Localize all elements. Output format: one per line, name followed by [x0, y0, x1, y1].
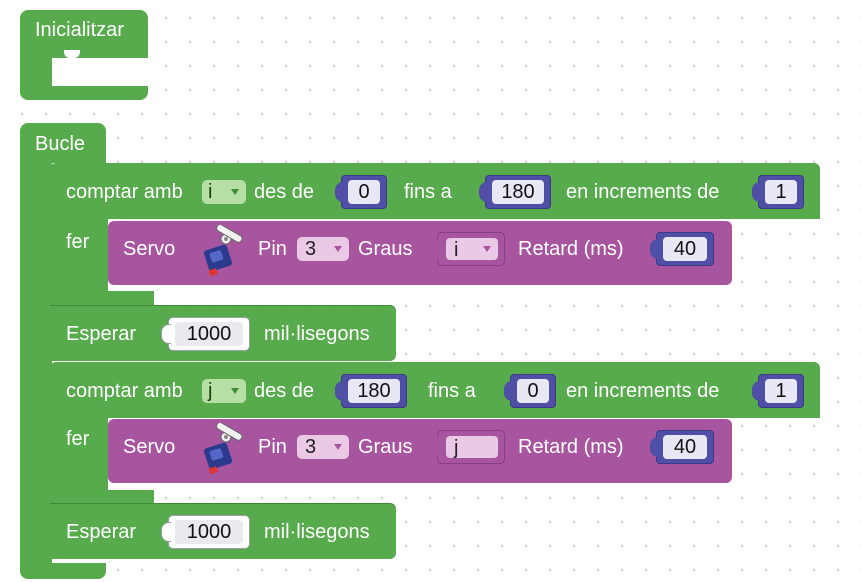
chevron-down-icon — [231, 388, 239, 394]
servo-motor-icon — [203, 225, 242, 277]
count1-prefix: comptar amb — [66, 181, 183, 203]
servo2-pin-label: Pin — [258, 436, 287, 458]
count1-footer — [50, 291, 154, 305]
count2-header — [50, 362, 820, 418]
servo-block-1[interactable]: Servo Pin 3 Graus i Retard (ms) 40 — [108, 221, 732, 285]
count2-do-label: fer — [66, 428, 90, 450]
wait2-socket[interactable]: 1000 — [161, 515, 250, 549]
count2-to-value[interactable]: 0 — [517, 379, 549, 403]
count1-from-value[interactable]: 0 — [348, 180, 380, 204]
servo2-degrees-dropdown[interactable]: j — [446, 436, 498, 459]
loop-footer — [20, 563, 106, 579]
count2-step-value[interactable]: 1 — [765, 379, 797, 403]
init-slot-top — [52, 48, 148, 58]
servo1-pin-value: 3 — [305, 238, 317, 260]
chevron-down-icon — [334, 444, 342, 450]
loop-arm — [20, 161, 52, 571]
servo1-degrees-var: i — [454, 239, 459, 261]
wait1-socket[interactable]: 1000 — [161, 317, 250, 351]
chevron-down-icon — [483, 246, 491, 252]
servo1-delay-socket[interactable]: 40 — [650, 232, 714, 266]
wait2-unit: mil·lisegons — [264, 521, 370, 543]
count1-do-label: fer — [66, 231, 90, 253]
servo1-pin-dropdown[interactable]: 3 — [297, 237, 349, 261]
servo2-degrees-var: j — [454, 437, 459, 459]
count1-var-dropdown[interactable]: i — [202, 180, 246, 204]
count1-to-value[interactable]: 180 — [492, 180, 544, 204]
wait1-value[interactable]: 1000 — [175, 322, 243, 346]
init-arm — [20, 48, 52, 88]
init-block[interactable]: Inicialitzar — [20, 10, 150, 100]
chevron-down-icon — [334, 246, 342, 252]
servo1-delay-value[interactable]: 40 — [663, 237, 707, 261]
init-slot-inner — [52, 58, 148, 86]
wait2-value[interactable]: 1000 — [175, 520, 243, 544]
servo-motor-icon — [203, 423, 242, 475]
init-header — [20, 10, 148, 50]
count2-from-label: des de — [254, 380, 315, 402]
servo1-delay-label: Retard (ms) — [518, 238, 624, 260]
count2-from-socket[interactable]: 180 — [335, 374, 407, 408]
count1-from-socket[interactable]: 0 — [335, 175, 387, 209]
count2-var-dropdown[interactable]: j — [202, 379, 246, 403]
servo2-delay-label: Retard (ms) — [518, 436, 624, 458]
wait-block-1[interactable]: Esperar 1000 mil·lisegons — [50, 305, 396, 361]
servo2-degrees-socket[interactable]: j — [431, 430, 505, 464]
init-notch — [64, 50, 80, 58]
count1-to-label: fins a — [404, 181, 452, 203]
count1-step-value[interactable]: 1 — [765, 180, 797, 204]
servo2-delay-socket[interactable]: 40 — [650, 430, 714, 464]
loop-block[interactable]: Bucle — [20, 123, 830, 581]
loop-label: Bucle — [35, 133, 86, 155]
count2-step-socket[interactable]: 1 — [752, 374, 804, 408]
wait-block-2[interactable]: Esperar 1000 mil·lisegons — [50, 503, 396, 559]
servo2-delay-value[interactable]: 40 — [663, 435, 707, 459]
count1-to-socket[interactable]: 180 — [479, 175, 551, 209]
servo1-label: Servo — [123, 238, 176, 260]
servo2-pin-dropdown[interactable]: 3 — [297, 435, 349, 459]
wait1-label: Esperar — [66, 323, 137, 345]
count2-var: j — [208, 380, 213, 402]
wait1-unit: mil·lisegons — [264, 323, 370, 345]
count1-var: i — [208, 181, 213, 203]
count1-step-socket[interactable]: 1 — [752, 175, 804, 209]
count-block-1[interactable]: comptar amb i des de 0 fins a 180 en inc… — [50, 163, 820, 307]
servo1-degrees-dropdown[interactable]: i — [446, 238, 498, 261]
count1-header — [50, 163, 820, 219]
count2-prefix: comptar amb — [66, 380, 183, 402]
count2-footer — [50, 490, 154, 504]
servo2-label: Servo — [123, 436, 176, 458]
wait2-label: Esperar — [66, 521, 137, 543]
servo1-degrees-label: Graus — [358, 238, 413, 260]
init-footer — [20, 86, 148, 100]
count2-step-label: en increments de — [566, 380, 720, 402]
loop-header — [20, 123, 106, 163]
servo2-degrees-label: Graus — [358, 436, 413, 458]
servo1-degrees-socket[interactable]: i — [431, 232, 505, 266]
count1-from-label: des de — [254, 181, 315, 203]
init-label: Inicialitzar — [35, 19, 124, 41]
servo-block-2[interactable]: Servo Pin 3 Graus j Retard (ms) 40 — [108, 419, 732, 483]
chevron-down-icon — [231, 189, 239, 195]
count2-from-value[interactable]: 180 — [348, 379, 400, 403]
count-block-2[interactable]: comptar amb j des de 180 fins a 0 en inc… — [50, 362, 820, 506]
servo2-pin-value: 3 — [305, 436, 317, 458]
count1-step-label: en increments de — [566, 181, 720, 203]
count2-to-label: fins a — [428, 380, 476, 402]
count2-to-socket[interactable]: 0 — [504, 374, 556, 408]
servo1-pin-label: Pin — [258, 238, 287, 260]
